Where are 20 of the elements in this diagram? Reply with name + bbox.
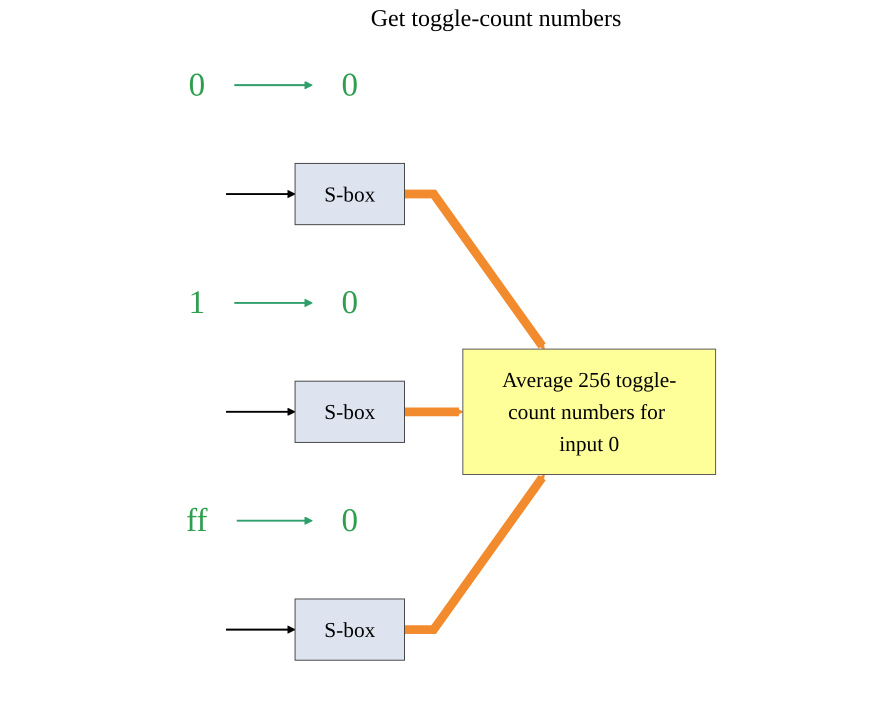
arrow	[234, 80, 312, 90]
node-text: ff	[186, 502, 208, 539]
arrow	[404, 474, 546, 634]
node-text: 0	[341, 67, 358, 104]
node-box: Average 256 toggle-count numbers for input 0	[462, 348, 716, 476]
arrow	[226, 190, 296, 198]
node-box: S-box	[294, 380, 405, 443]
node-text: 0	[341, 284, 358, 321]
node-text: 0	[341, 502, 358, 539]
arrow	[404, 190, 546, 350]
arrow	[404, 407, 463, 416]
arrow	[234, 298, 312, 308]
note-text: Get toggle-count numbers	[370, 6, 622, 33]
node-box: S-box	[294, 162, 405, 226]
arrow	[236, 516, 312, 525]
arrow	[226, 408, 296, 416]
node-box: S-box	[294, 598, 405, 661]
node-text: 1	[188, 284, 205, 321]
node-text: 0	[188, 67, 205, 104]
arrow	[226, 625, 296, 634]
